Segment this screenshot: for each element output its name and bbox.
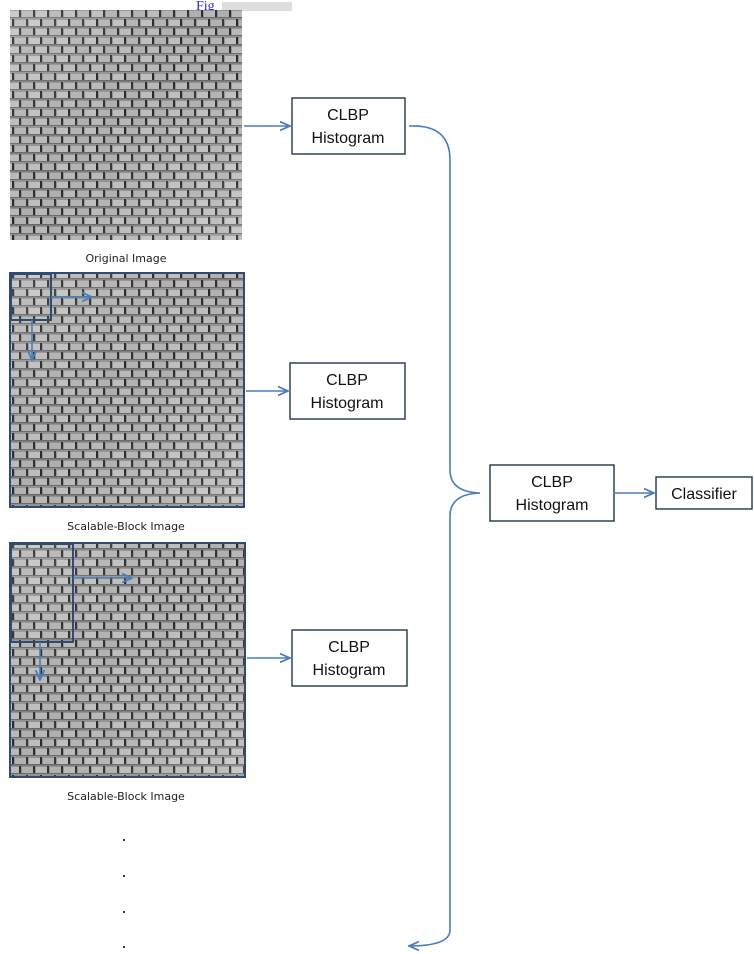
merge-brace (409, 125, 481, 946)
box-label-line2: Histogram (313, 662, 386, 679)
ellipsis-dot-4: . (121, 932, 126, 952)
scalable-block-image-2 (9, 542, 246, 778)
clbp-histogram-box-2: CLBP Histogram (289, 362, 406, 420)
box-label-line2: Histogram (311, 395, 384, 412)
ellipsis-dot-3: . (121, 897, 126, 917)
box-label-line1: CLBP (326, 372, 368, 389)
scan-window-large (10, 543, 74, 643)
top-caption-remnant (222, 2, 292, 11)
box-label-line1: CLBP (531, 474, 573, 491)
box-label-line1: CLBP (328, 639, 370, 656)
classifier-box: Classifier (655, 476, 753, 510)
scalable-block-caption-1: Scalable-Block Image (67, 520, 185, 533)
original-image-caption: Original Image (86, 252, 167, 265)
clbp-histogram-box-1: CLBP Histogram (291, 97, 406, 155)
scalable-block-image-1 (9, 272, 245, 508)
classifier-label: Classifier (671, 486, 737, 503)
clbp-histogram-merged-box: CLBP Histogram (489, 464, 615, 522)
clbp-histogram-box-3: CLBP Histogram (291, 629, 408, 687)
box-label-line2: Histogram (516, 497, 589, 514)
original-image (10, 10, 242, 240)
box-label-line2: Histogram (312, 130, 385, 147)
ellipsis-dot-1: . (121, 825, 126, 845)
ellipsis-dot-2: . (121, 861, 126, 881)
box-label-line1: CLBP (327, 107, 369, 124)
scalable-block-caption-2: Scalable-Block Image (67, 790, 185, 803)
